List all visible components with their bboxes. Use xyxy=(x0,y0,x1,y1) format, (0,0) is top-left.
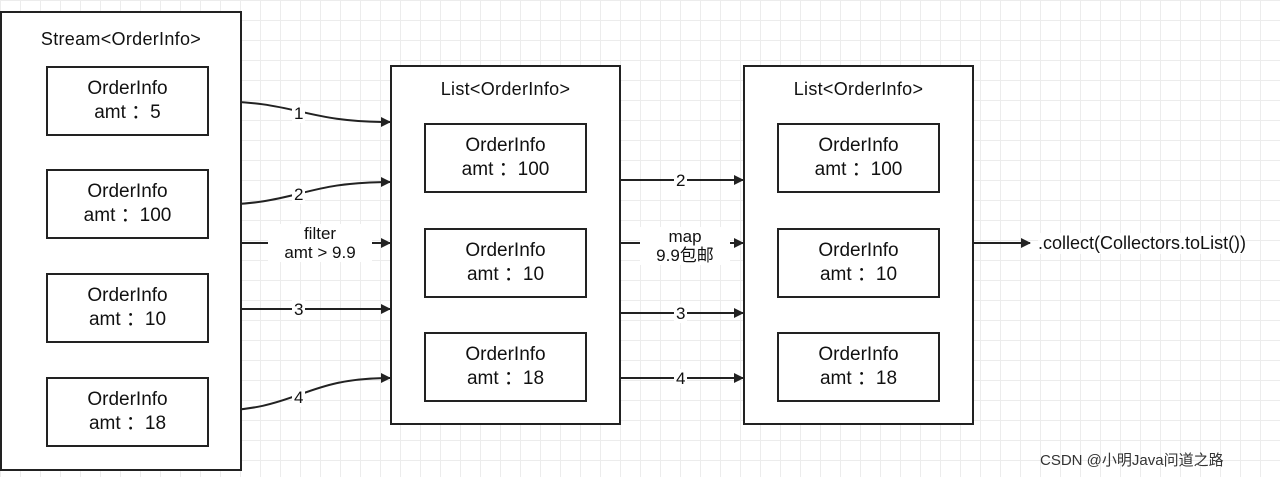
item-amt: amt ：100 xyxy=(83,205,172,226)
edge-label-4: 4 xyxy=(292,388,306,407)
map-description: 9.9包邮 xyxy=(656,246,714,265)
edge-label-3b: 3 xyxy=(674,304,688,323)
stream-title: Stream<OrderInfo> xyxy=(40,29,202,49)
filtered-list-item: OrderInfo amt ：18 xyxy=(424,332,587,402)
item-amt: amt ：10 xyxy=(819,264,898,285)
edge-label-map: map 9.9包邮 xyxy=(640,227,730,265)
item-name: OrderInfo xyxy=(818,344,899,365)
item-amt: amt ：100 xyxy=(461,159,550,180)
filter-condition: amt > 9.9 xyxy=(284,243,356,262)
filtered-list-item: OrderInfo amt ：100 xyxy=(424,123,587,193)
filtered-list-title: List<OrderInfo> xyxy=(440,79,571,99)
item-amt: amt ：100 xyxy=(814,159,903,180)
item-amt: amt ：5 xyxy=(94,102,161,123)
item-name: OrderInfo xyxy=(465,344,546,365)
item-name: OrderInfo xyxy=(465,240,546,261)
item-name: OrderInfo xyxy=(87,285,168,306)
stream-item: OrderInfo amt ：18 xyxy=(46,377,209,447)
filtered-list-item: OrderInfo amt ：10 xyxy=(424,228,587,298)
mapped-list-item: OrderInfo amt ：10 xyxy=(777,228,940,298)
mapped-list-title: List<OrderInfo> xyxy=(793,79,924,99)
item-amt: amt ：10 xyxy=(466,264,545,285)
mapped-list-item: OrderInfo amt ：18 xyxy=(777,332,940,402)
item-name: OrderInfo xyxy=(87,389,168,410)
item-amt: amt ：18 xyxy=(819,368,898,389)
edge-label-filter: filter amt > 9.9 xyxy=(268,224,372,262)
item-name: OrderInfo xyxy=(465,135,546,156)
edge-label-2b: 2 xyxy=(674,171,688,190)
edge-label-1: 1 xyxy=(292,104,306,123)
filter-label: filter xyxy=(303,224,337,243)
item-amt: amt ：18 xyxy=(88,413,167,434)
item-name: OrderInfo xyxy=(87,181,168,202)
stream-item: OrderInfo amt ：10 xyxy=(46,273,209,343)
csdn-watermark: CSDN @小明Java问道之路 xyxy=(1040,452,1224,469)
item-amt: amt ：10 xyxy=(88,309,167,330)
edge-label-3: 3 xyxy=(292,300,306,319)
stream-item: OrderInfo amt ：5 xyxy=(46,66,209,136)
item-name: OrderInfo xyxy=(87,78,168,99)
map-label: map xyxy=(668,227,702,246)
item-amt: amt ：18 xyxy=(466,368,545,389)
collect-label: .collect(Collectors.toList()) xyxy=(1038,233,1247,254)
edge-label-4b: 4 xyxy=(674,369,688,388)
edge-label-2: 2 xyxy=(292,185,306,204)
mapped-list-item: OrderInfo amt ：100 xyxy=(777,123,940,193)
stream-item: OrderInfo amt ：100 xyxy=(46,169,209,239)
item-name: OrderInfo xyxy=(818,135,899,156)
item-name: OrderInfo xyxy=(818,240,899,261)
